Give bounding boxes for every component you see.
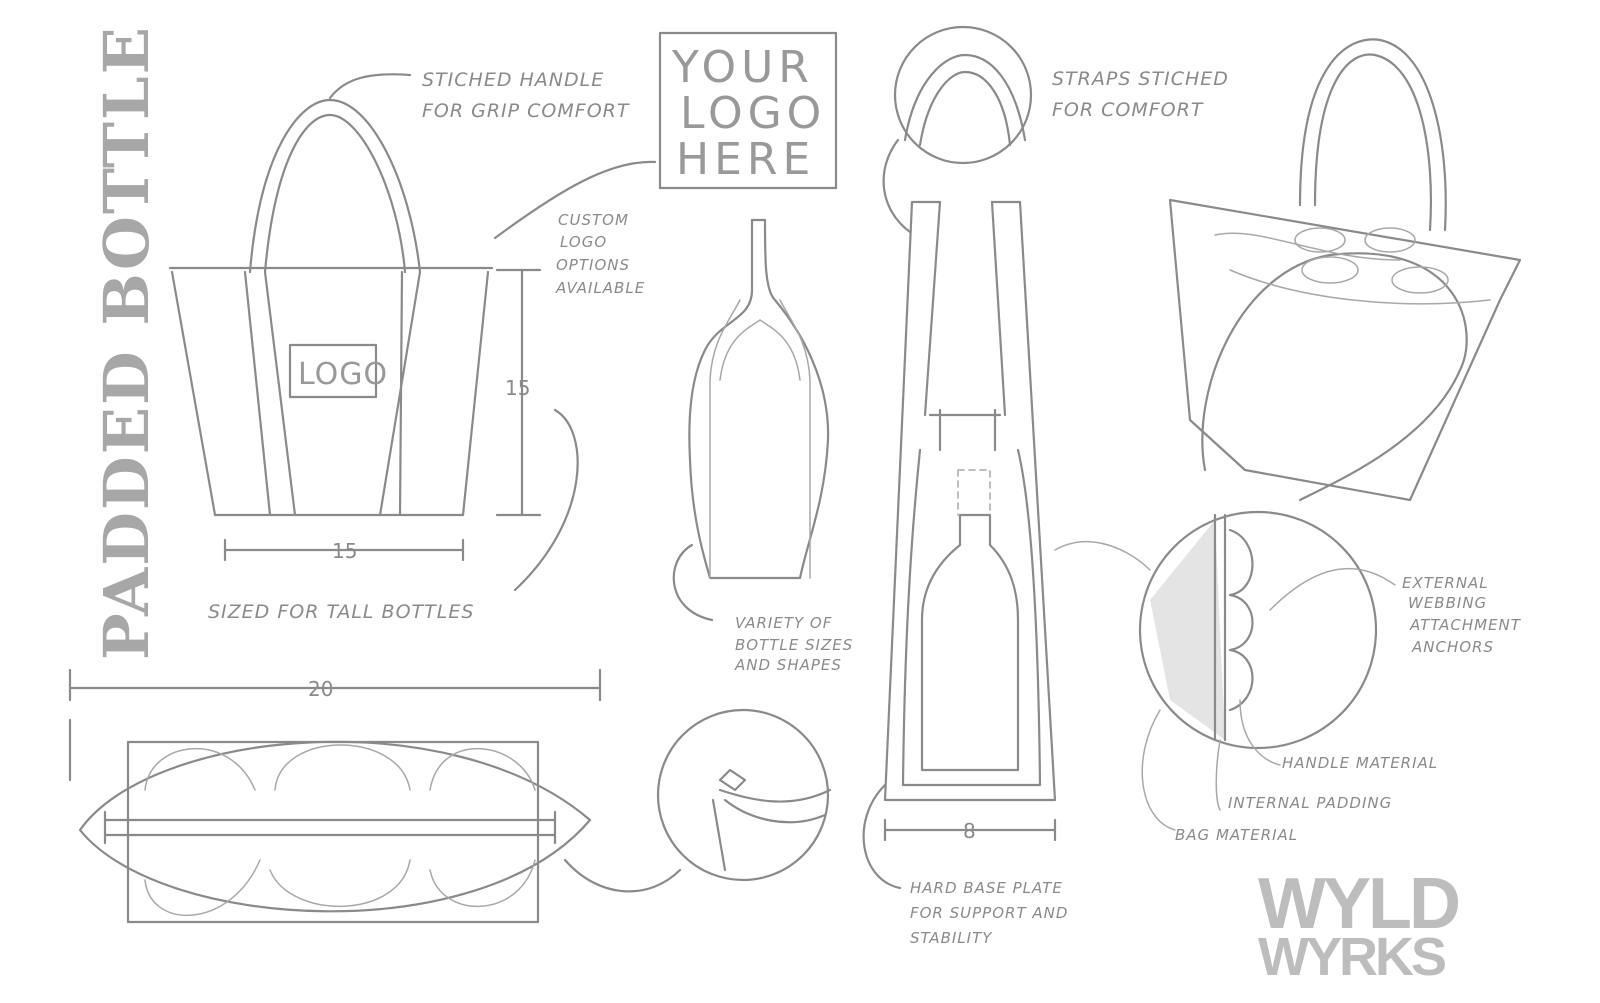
dim-front-width: 15 — [332, 539, 357, 563]
page-title: PADDED BOTTLE BAG — [90, 0, 163, 660]
material-detail-circle — [1138, 510, 1378, 750]
logo-placeholder-box — [658, 31, 838, 190]
strap-detail-circle — [893, 25, 1033, 165]
dim-front-height: 15 — [505, 376, 530, 400]
zipper-detail-circle — [656, 708, 830, 882]
callout-bag-material: BAG MATERIAL — [1175, 826, 1298, 844]
callout-handle-material: HANDLE MATERIAL — [1282, 754, 1438, 772]
dim-side-width: 8 — [963, 819, 976, 843]
top-view-sketch: 20 — [68, 668, 682, 924]
callout-internal-padding: INTERNAL PADDING — [1228, 794, 1392, 812]
dim-top-length: 20 — [308, 677, 333, 701]
bottle-sleeve-sketch — [688, 218, 830, 580]
callout-sized: SIZED FOR TALL BOTTLES — [208, 601, 474, 623]
perspective-bag-sketch — [1168, 38, 1522, 502]
front-logo-label: LOGO — [298, 357, 388, 392]
front-bag-sketch: LOGO 15 15 — [168, 73, 579, 592]
side-section-sketch: 8 — [883, 200, 1057, 843]
